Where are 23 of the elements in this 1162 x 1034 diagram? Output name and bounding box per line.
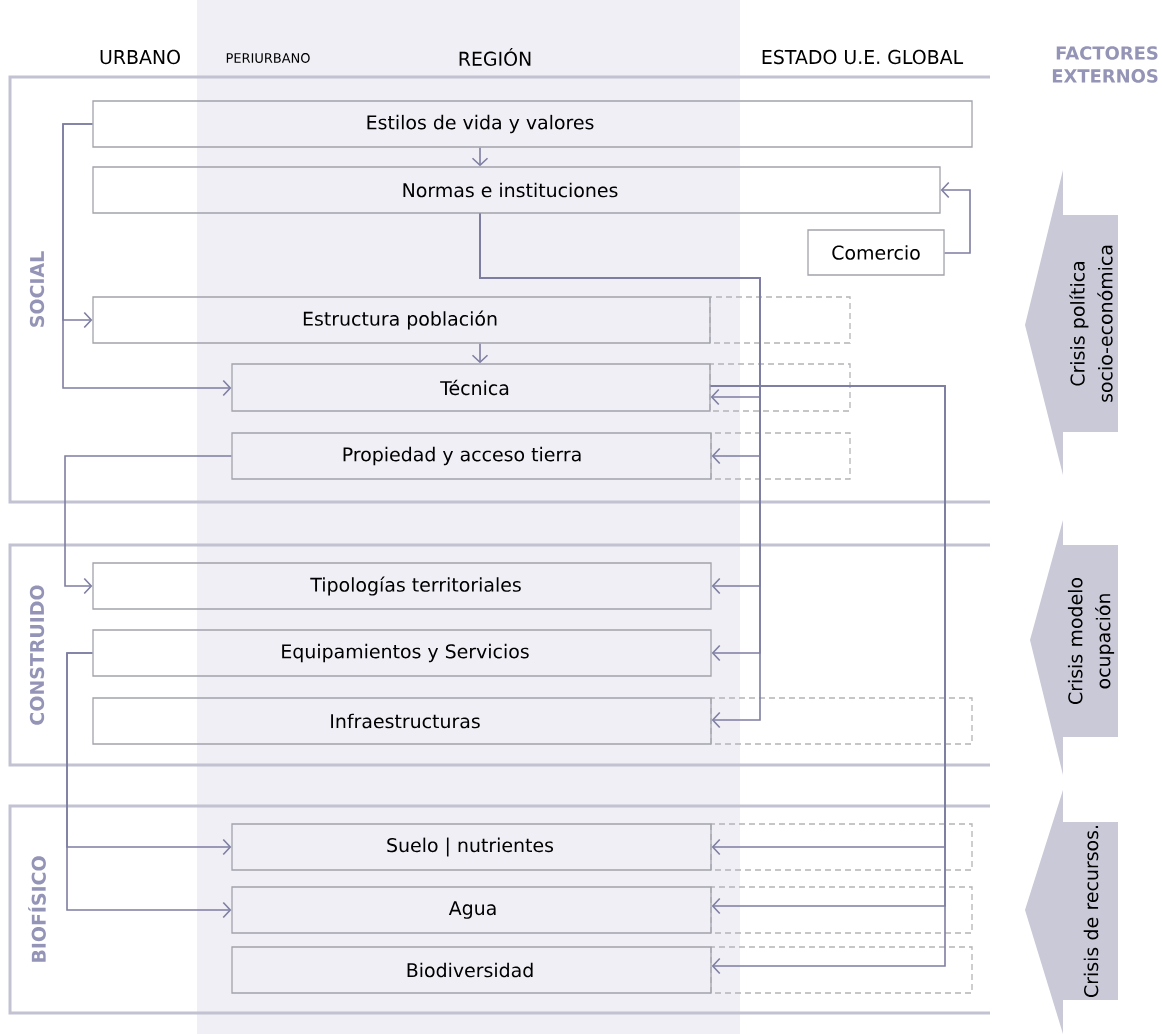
column-header: URBANO	[100, 49, 180, 65]
process-box: Biodiversidad	[231, 946, 973, 994]
column-header: ESTADO U.E. GLOBAL	[762, 49, 964, 65]
process-box: Comercio	[807, 229, 945, 276]
column-header: REGIÓN	[459, 48, 531, 66]
process-box: Técnica	[231, 363, 851, 412]
process-box: Agua	[231, 886, 973, 934]
column-header: FACTORES EXTERNOS	[1052, 46, 1158, 83]
arrow	[62, 123, 232, 397]
process-box: Tipologías territoriales	[92, 562, 712, 610]
process-box: Equipamientos y Servicios	[92, 629, 712, 677]
arrow	[471, 146, 489, 167]
column-header: PERIURBANO	[226, 53, 310, 63]
process-box: Normas e instituciones	[92, 166, 941, 214]
process-box: Propiedad y acceso tierra	[231, 432, 851, 480]
process-box: Suelo | nutrientes	[231, 823, 973, 871]
process-box: Infraestructuras	[92, 697, 973, 745]
arrow	[66, 652, 232, 919]
arrow	[471, 342, 489, 364]
arrow	[64, 455, 233, 595]
process-box: Estilos de vida y valores	[92, 100, 973, 148]
process-box: Estructura población	[92, 296, 851, 344]
arrow	[940, 181, 971, 254]
